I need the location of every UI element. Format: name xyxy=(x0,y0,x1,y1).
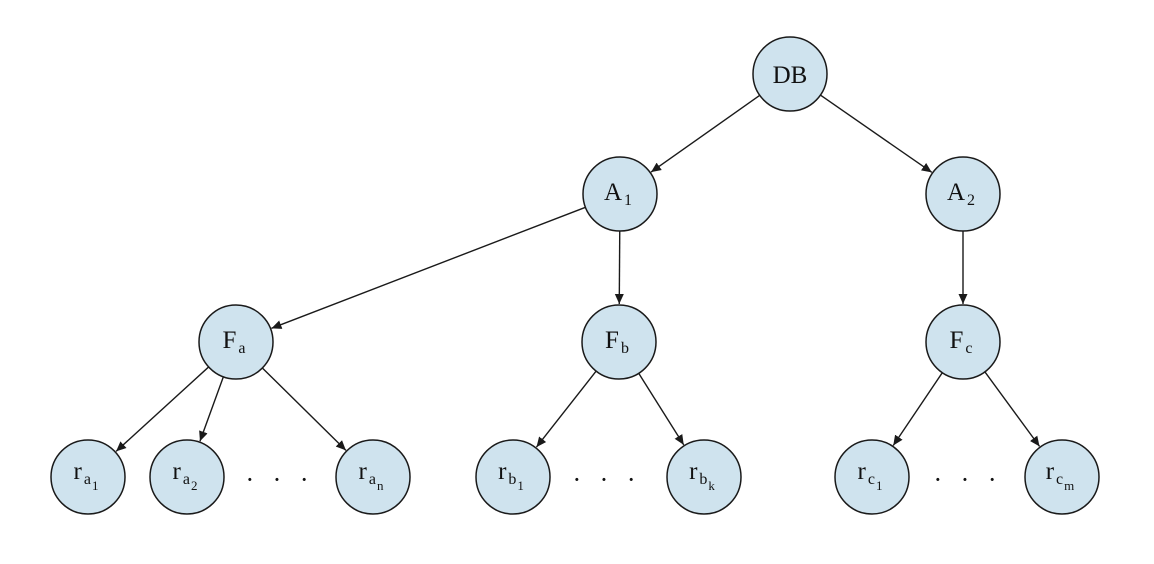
node-label-base: F xyxy=(949,327,963,354)
edge-Fc-to-rcm xyxy=(984,371,1041,447)
node-label-base: A xyxy=(604,179,622,206)
node-label-subscript: b xyxy=(508,471,516,488)
node-label-subsubscript: n xyxy=(377,478,384,493)
node-label-subscript: 1 xyxy=(624,192,632,209)
node-label-subsubscript: 1 xyxy=(876,478,883,493)
node-label-subscript: c xyxy=(868,471,875,488)
node-label-base: DB xyxy=(773,62,808,89)
node-label-subscript: a xyxy=(238,340,245,357)
edge-Fb-to-rb1 xyxy=(535,370,597,448)
node-label-base: A xyxy=(947,179,965,206)
node-label-subsubscript: m xyxy=(1064,478,1074,493)
node-label-subscript: c xyxy=(1056,471,1063,488)
edges-layer xyxy=(115,94,1041,452)
node-circle xyxy=(581,304,657,380)
node-circle xyxy=(752,36,828,112)
node-label-subscript: b xyxy=(621,340,629,357)
node-label-base: F xyxy=(222,327,236,354)
edge-Fc-to-rc1 xyxy=(892,372,943,446)
edge-DB-to-A1 xyxy=(650,94,761,173)
node-circle xyxy=(1024,439,1100,515)
node-DB: DB xyxy=(752,36,828,112)
node-circle xyxy=(149,439,225,515)
ellipsis-c: · · · xyxy=(934,465,1003,494)
node-circle xyxy=(582,156,658,232)
node-label-subsubscript: k xyxy=(708,478,715,493)
node-label-subscript: b xyxy=(699,471,707,488)
node-label-base: r xyxy=(858,458,867,485)
node-circle xyxy=(475,439,551,515)
node-label-subsubscript: 2 xyxy=(191,478,198,493)
node-circle xyxy=(925,304,1001,380)
node-label-base: r xyxy=(689,458,698,485)
node-circle xyxy=(335,439,411,515)
edge-Fb-to-rbk xyxy=(638,372,685,446)
node-label-subscript: a xyxy=(84,471,91,488)
node-label-subsubscript: 1 xyxy=(92,478,99,493)
node-label-base: F xyxy=(605,327,619,354)
node-label: DB xyxy=(773,62,808,89)
node-label-base: r xyxy=(498,458,507,485)
node-circle xyxy=(50,439,126,515)
node-label-subsubscript: 1 xyxy=(517,478,524,493)
edge-DB-to-A2 xyxy=(820,94,933,173)
node-label-subscript: 2 xyxy=(967,192,975,209)
node-label-base: r xyxy=(1046,458,1055,485)
node-circle xyxy=(198,304,274,380)
node-label-base: r xyxy=(74,458,83,485)
node-label-subscript: c xyxy=(965,340,972,357)
node-label-base: r xyxy=(359,458,368,485)
edge-A1-to-Fa xyxy=(271,206,586,329)
node-circle xyxy=(834,439,910,515)
ellipsis-layer: · · · · · · · · · xyxy=(246,465,1003,494)
ellipsis-a: · · · xyxy=(246,465,315,494)
edge-Fa-to-ran xyxy=(261,367,347,451)
edge-Fa-to-ra2 xyxy=(199,376,225,442)
ellipsis-b: · · · xyxy=(573,465,642,494)
node-circle xyxy=(666,439,742,515)
node-label-base: r xyxy=(173,458,182,485)
edge-Fa-to-ra1 xyxy=(115,366,210,452)
node-label-subscript: a xyxy=(369,471,376,488)
node-label-subscript: a xyxy=(183,471,190,488)
node-circle xyxy=(925,156,1001,232)
